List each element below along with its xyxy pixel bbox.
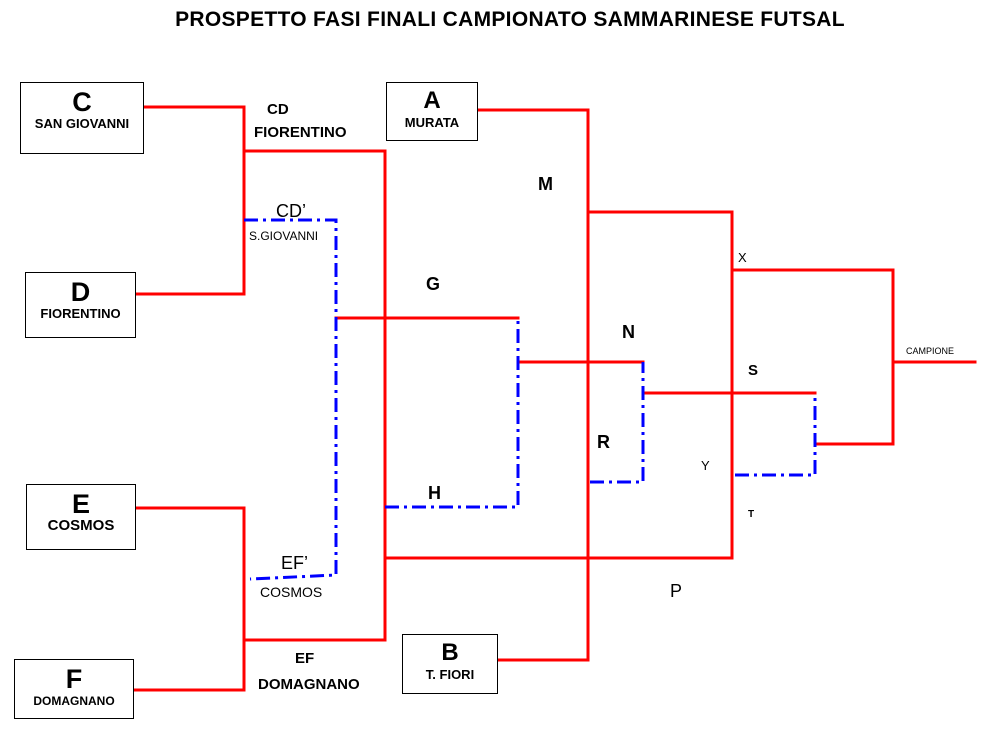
line-r	[590, 362, 645, 484]
label-cd-prime-team: S.GIOVANNI	[249, 229, 319, 243]
line-c-to-cd	[142, 105, 246, 153]
team-box-a: A MURATA	[386, 82, 478, 141]
team-letter: A	[423, 87, 441, 114]
team-name: DOMAGNANO	[33, 694, 115, 708]
team-name: FIORENTINO	[40, 306, 121, 321]
line-t	[735, 393, 817, 477]
label-ef: EF	[295, 650, 315, 667]
team-letter: D	[70, 277, 91, 307]
label-cd-winner: FIORENTINO	[254, 124, 347, 141]
team-box-b: B T. FIORI	[402, 634, 498, 694]
team-box-f: F DOMAGNANO	[14, 659, 134, 719]
label-y: Y	[701, 458, 710, 473]
winner-lines	[132, 105, 977, 692]
team-name: T. FIORI	[425, 667, 475, 682]
label-m: M	[538, 174, 553, 194]
team-letter: E	[71, 489, 90, 519]
label-cd-prime: CD’	[276, 201, 306, 221]
line-m-to-x	[586, 210, 734, 272]
line-cd-prime	[244, 218, 338, 581]
diagram-title: PROSPETTO FASI FINALI CAMPIONATO SAMMARI…	[175, 8, 845, 31]
line-f-to-ef	[132, 638, 246, 692]
line-p-to-x	[383, 268, 734, 560]
line-a-to-m	[476, 108, 590, 214]
label-x: X	[738, 250, 747, 265]
team-name: COSMOS	[47, 517, 115, 534]
label-ef-prime-team: COSMOS	[260, 584, 323, 600]
label-g: G	[426, 274, 441, 294]
team-letter: B	[441, 639, 459, 666]
team-box-c: C SAN GIOVANNI	[20, 82, 144, 154]
label-p: P	[670, 581, 683, 601]
team-letter: F	[65, 664, 83, 694]
label-h: H	[428, 483, 441, 503]
team-box-e: E COSMOS	[26, 484, 136, 550]
label-ef-winner: DOMAGNANO	[258, 676, 360, 693]
label-r: R	[597, 432, 610, 452]
line-s-to-campione	[813, 360, 895, 446]
label-ef-prime: EF’	[281, 553, 308, 573]
label-cd: CD	[267, 101, 289, 118]
team-box-d: D FIORENTINO	[25, 272, 136, 338]
team-name: SAN GIOVANNI	[34, 116, 130, 131]
line-d-to-cd	[134, 149, 246, 296]
line-b-to-m	[496, 210, 590, 662]
line-h	[385, 318, 520, 509]
line-ef-to-g	[242, 316, 387, 642]
label-campione: CAMPIONE	[906, 346, 955, 356]
loser-lines	[244, 218, 817, 581]
label-n: N	[622, 322, 635, 342]
line-e-to-ef	[134, 506, 246, 642]
label-s: S	[748, 362, 759, 379]
line-x-to-campione	[730, 268, 895, 364]
label-t: T	[748, 509, 755, 520]
team-name: MURATA	[404, 115, 460, 130]
team-letter: C	[72, 87, 92, 117]
line-cd-to-g	[242, 149, 387, 320]
